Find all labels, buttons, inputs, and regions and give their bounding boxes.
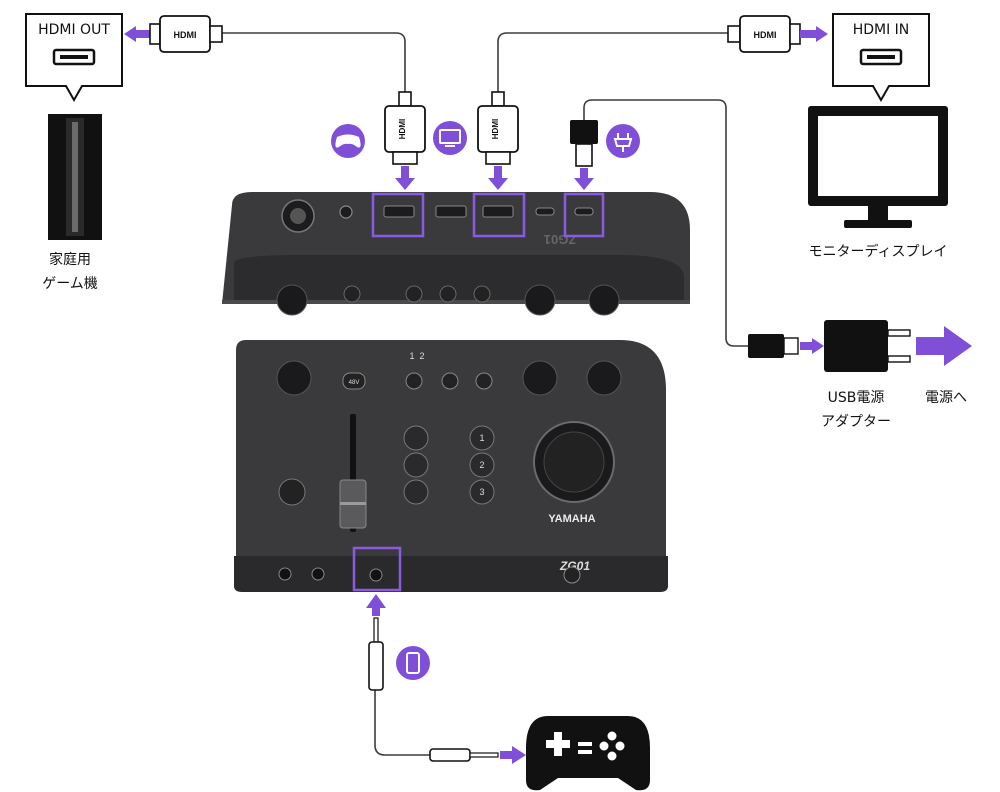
phantom-48v-button[interactable] [342, 372, 366, 390]
effect-pad-chat[interactable] [403, 479, 429, 505]
rear-hdmi1-port [383, 205, 415, 218]
highlight-hdmi-out [472, 192, 526, 238]
monitor-label: モニターディスプレイ [808, 243, 947, 260]
hdmi-in-label: HDMI IN [853, 22, 910, 38]
smartphone-icon [406, 652, 420, 674]
power-badge [606, 124, 640, 158]
channel-1-label: 1 [409, 351, 414, 361]
monitor-button[interactable] [475, 372, 493, 390]
hdmi-plug-left: HDMI [149, 15, 223, 53]
device-top-view: 48V 1 2 1 2 3 YAMAHA ZG01 [234, 340, 668, 592]
game-console [48, 114, 102, 240]
usb-cable-plug [748, 334, 799, 358]
svg-text:2: 2 [479, 460, 484, 470]
cable-console-hdmi [222, 32, 406, 92]
hdmi-in-callout: HDMI IN [832, 13, 930, 103]
aux-plug-side [429, 748, 499, 762]
effect-pad-sfx[interactable] [403, 452, 429, 478]
console-label-line2: ゲーム機 [42, 276, 98, 292]
rear-model-label: ZG01 [544, 232, 577, 247]
effect-pad-voice[interactable] [403, 425, 429, 451]
svg-text:HDMI: HDMI [398, 119, 407, 139]
cable-power [583, 99, 748, 347]
gamepad-icon [335, 134, 361, 148]
effect-button-1[interactable] [405, 372, 423, 390]
usb-power-adapter [824, 320, 911, 372]
mic-mute-button[interactable] [278, 478, 306, 506]
mute-button[interactable] [441, 372, 459, 390]
to-power-label: 電源へ [925, 390, 967, 406]
highlight-aux [352, 546, 402, 592]
pad-3[interactable] [469, 479, 495, 505]
svg-text:HDMI: HDMI [174, 30, 197, 40]
front-headphone-jack [311, 567, 325, 581]
cable-monitor-hdmi [497, 32, 740, 92]
power-plug-icon [613, 133, 633, 152]
monitor-icon [439, 129, 461, 144]
gamepad-badge [331, 124, 365, 158]
rear-hdmi-out-port [482, 205, 514, 218]
usb-plug [570, 120, 598, 167]
highlight-dc-in [563, 192, 605, 238]
channel-2-label: 2 [419, 351, 424, 361]
hdmi-out-label: HDMI OUT [38, 22, 110, 38]
hdmi-out-callout: HDMI OUT [25, 13, 123, 103]
monitor-display [808, 106, 948, 228]
pad-1[interactable] [469, 425, 495, 451]
highlight-hdmi1 [371, 192, 425, 238]
hdmi-plug-output: HDMI [477, 91, 519, 165]
brand-label: YAMAHA [548, 513, 595, 525]
rear-knob [276, 284, 308, 316]
mic-gain-knob[interactable] [276, 360, 312, 396]
cable-aux [374, 690, 430, 756]
rear-line-out-port [339, 205, 353, 219]
monitor-badge [433, 121, 467, 155]
game-controller [526, 716, 650, 791]
smartphone-badge [396, 646, 430, 680]
pad-2[interactable] [469, 452, 495, 478]
cables [222, 32, 748, 756]
usb-adapter-label-line1: USB電源 [828, 390, 885, 406]
rear-hdmi2-port [435, 205, 467, 218]
hdmi-plug-input1: HDMI [384, 91, 426, 165]
chat-volume-knob[interactable] [522, 360, 558, 396]
aux-plug-top [368, 617, 384, 691]
power-button[interactable] [563, 566, 581, 584]
svg-text:3: 3 [479, 487, 484, 497]
front-mic-jack [278, 567, 292, 581]
rear-usb-port [535, 207, 555, 216]
front-aux-jack [369, 568, 383, 582]
console-label-line1: 家庭用 [49, 251, 91, 268]
svg-text:48V: 48V [349, 380, 360, 386]
device-rear-view: ZG01 [222, 192, 690, 316]
svg-text:HDMI: HDMI [754, 30, 777, 40]
rear-dc-in-port [574, 207, 594, 216]
hdmi-plug-right: HDMI [727, 15, 801, 53]
svg-text:1: 1 [479, 433, 484, 443]
usb-adapter-label-line2: アダプター [821, 414, 891, 430]
svg-text:HDMI: HDMI [491, 119, 500, 139]
game-volume-knob[interactable] [586, 360, 622, 396]
